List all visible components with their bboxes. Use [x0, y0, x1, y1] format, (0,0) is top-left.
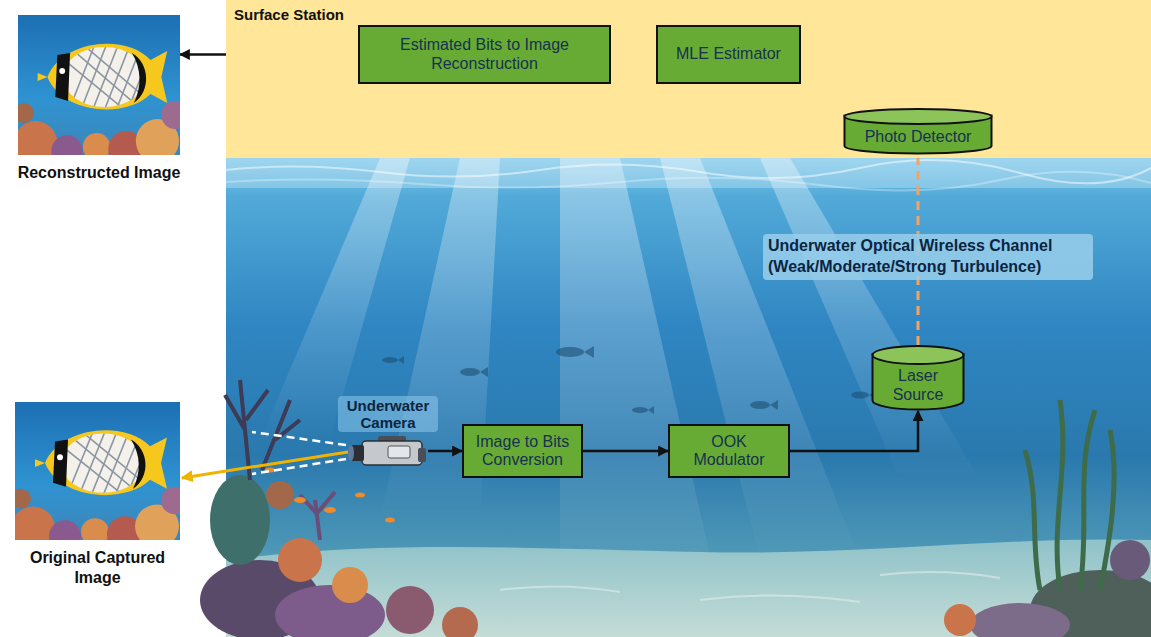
signal-arrow: [182, 452, 348, 478]
water-background: [226, 158, 1151, 637]
orange-fish: [265, 468, 395, 523]
detector-cylinder: Photo Detector: [843, 108, 993, 155]
coral-reef-right: [944, 400, 1151, 637]
image-frame: Reconstructed Image: [18, 15, 180, 155]
signal-arrow: [583, 450, 668, 453]
caption-label: Underwater Camera: [338, 396, 438, 433]
node-label: MLE Estimator: [676, 45, 781, 63]
caption-label: Original Captured Image: [13, 548, 183, 588]
light-rays: [260, 158, 980, 600]
coral-reef-left: [200, 380, 478, 637]
laser-cylinder: Laser Source: [871, 345, 965, 411]
camera-icon: Underwater Camera: [348, 436, 428, 468]
process-box: OOK Modulator: [668, 424, 790, 478]
node-label: Estimated Bits to Image Reconstruction: [368, 36, 601, 73]
process-box: Estimated Bits to Image Reconstruction: [358, 25, 611, 84]
fish-school: [382, 346, 876, 414]
caption-label: Reconstructed Image: [14, 163, 184, 183]
signal-arrow: [428, 450, 462, 453]
image-frame: Original Captured Image: [15, 402, 180, 540]
station-band: Estimated Bits to Image Reconstruction ML…: [226, 0, 1151, 158]
reef-photo: [15, 402, 180, 540]
process-box: MLE Estimator: [656, 25, 801, 84]
node-label: Photo Detector: [865, 128, 972, 146]
camera-symbol: [348, 436, 428, 468]
node-label: Laser Source: [877, 367, 959, 404]
node-label: Image to Bits Conversion: [472, 433, 573, 470]
channel-label: Underwater Optical Wireless Channel (Wea…: [763, 234, 1093, 280]
node-label: OOK Modulator: [678, 433, 780, 470]
reef-photo: [18, 15, 180, 155]
signal-arrow: [790, 411, 918, 451]
band-title: Surface Station: [234, 6, 344, 23]
process-box: Image to Bits Conversion: [462, 424, 583, 478]
